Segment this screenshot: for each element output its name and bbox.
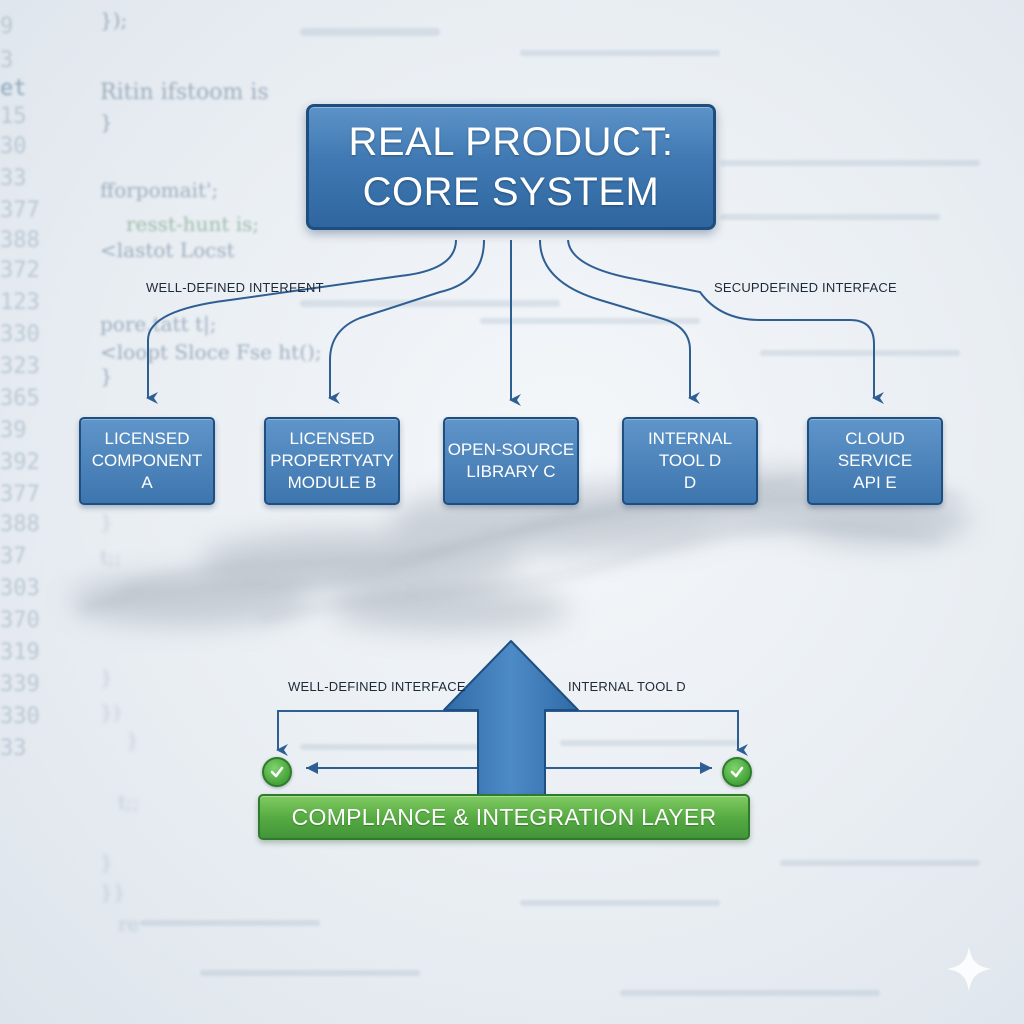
component-line: LICENSED [104, 428, 189, 450]
component-line: TOOL D [659, 450, 721, 472]
component-internal-tool-d: INTERNAL TOOL D D [622, 417, 758, 505]
arrow-left-icon [306, 762, 318, 774]
interface-label-bottom-left: WELL-DEFINED INTERFACE [288, 679, 466, 694]
layer-label: COMPLIANCE & INTEGRATION LAYER [292, 804, 717, 831]
connector-left-feedback [278, 711, 478, 750]
connector-e [568, 240, 874, 398]
connector-d [540, 240, 690, 398]
interface-label-top-left: WELL-DEFINED INTERFENT [146, 280, 324, 295]
component-line: INTERNAL [648, 428, 732, 450]
up-arrow-icon [444, 641, 578, 796]
component-licensed-module-b: LICENSED PROPERTYATY MODULE B [264, 417, 400, 505]
component-line: SERVICE [838, 450, 912, 472]
component-line: COMPONENT [92, 450, 203, 472]
component-line: D [684, 472, 696, 494]
connector-b [330, 240, 484, 398]
component-cloud-api-e: CLOUD SERVICE API E [807, 417, 943, 505]
check-circle-icon [262, 757, 292, 787]
connector-a [148, 240, 456, 398]
component-licensed-a: LICENSED COMPONENT A [79, 417, 215, 505]
component-line: API E [853, 472, 896, 494]
component-line: OPEN-SOURCE [448, 439, 575, 461]
component-line: LICENSED [289, 428, 374, 450]
arrow-right-icon [700, 762, 712, 774]
check-circle-icon [722, 757, 752, 787]
interface-label-top-right: SECUPDEFINED INTERFACE [714, 280, 897, 295]
component-line: CLOUD [845, 428, 905, 450]
interface-label-bottom-right: INTERNAL TOOL D [568, 679, 686, 694]
component-line: A [141, 472, 152, 494]
component-line: MODULE B [288, 472, 377, 494]
component-line: PROPERTYATY [270, 450, 394, 472]
core-title-line2: CORE SYSTEM [363, 167, 660, 217]
core-system-box: REAL PRODUCT: CORE SYSTEM [306, 104, 716, 230]
sparkle-icon [944, 944, 994, 994]
connector-right-feedback [546, 711, 738, 750]
component-line: LIBRARY C [466, 461, 555, 483]
component-open-source-c: OPEN-SOURCE LIBRARY C [443, 417, 579, 505]
core-title-line1: REAL PRODUCT: [348, 117, 673, 167]
compliance-integration-layer: COMPLIANCE & INTEGRATION LAYER [258, 794, 750, 840]
